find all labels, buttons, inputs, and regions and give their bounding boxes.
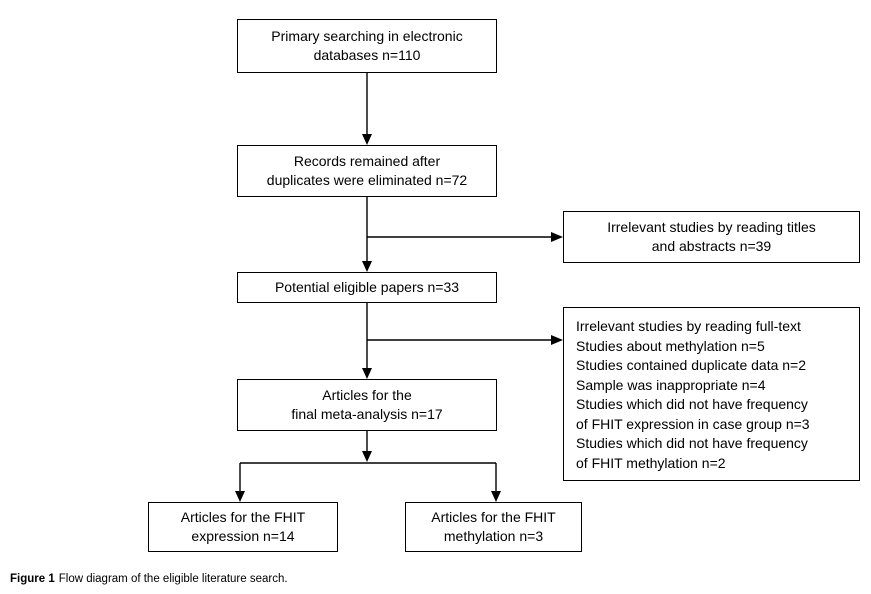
arrow-final-to-split (362, 431, 372, 462)
box-excluded-fulltext: Irrelevant studies by reading full-text … (563, 307, 860, 481)
arrow-split-to-expression (235, 463, 245, 502)
box-final-meta-analysis-text: Articles for the final meta-analysis n=1… (291, 387, 443, 422)
box-excluded-titles-abstracts: Irrelevant studies by reading titles and… (563, 211, 860, 263)
box-primary-searching: Primary searching in electronic database… (237, 19, 497, 73)
arrow-branch-to-fulltext-exclusion (367, 335, 563, 345)
figure-caption-label: Figure 1 (10, 573, 55, 585)
box-records-remained-text: Records remained after duplicates were e… (266, 153, 468, 188)
arrow-split-to-methylation (491, 463, 501, 502)
arrow-potential-to-final (362, 303, 372, 379)
box-potential-eligible-text: Potential eligible papers n=33 (274, 279, 460, 295)
box-fhit-expression-text: Articles for the FHIT expression n=14 (180, 509, 306, 544)
box-records-remained: Records remained after duplicates were e… (237, 145, 497, 197)
arrow-records-to-potential (362, 197, 372, 272)
box-excluded-titles-abstracts-text: Irrelevant studies by reading titles and… (607, 219, 816, 254)
box-primary-searching-text: Primary searching in electronic database… (271, 28, 463, 63)
box-potential-eligible: Potential eligible papers n=33 (237, 272, 497, 303)
box-fhit-expression: Articles for the FHIT expression n=14 (148, 502, 338, 552)
box-fhit-methylation: Articles for the FHIT methylation n=3 (405, 502, 582, 552)
figure-caption-text: Flow diagram of the eligible literature … (58, 573, 288, 585)
box-final-meta-analysis: Articles for the final meta-analysis n=1… (237, 379, 497, 431)
arrow-branch-to-titles-exclusion (367, 232, 563, 242)
arrow-primary-to-records (362, 73, 372, 145)
box-fhit-methylation-text: Articles for the FHIT methylation n=3 (431, 509, 556, 544)
box-excluded-fulltext-text: Irrelevant studies by reading full-text … (576, 318, 810, 471)
